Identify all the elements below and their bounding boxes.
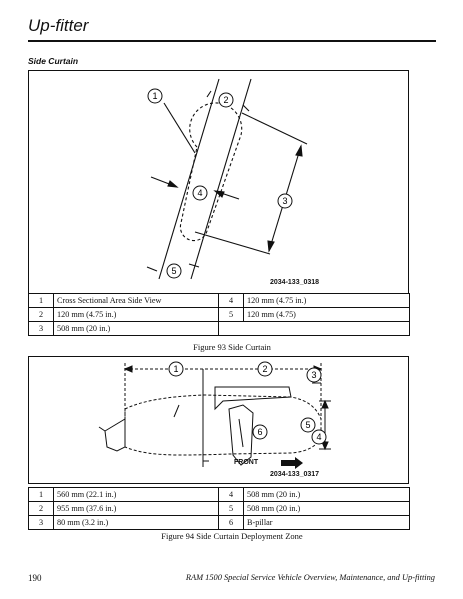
legend-number: 1 bbox=[28, 487, 54, 502]
legend-text: 955 mm (37.6 in.) bbox=[53, 501, 219, 516]
table-row: 1 560 mm (22.1 in.) 4 508 mm (20 in.) bbox=[28, 487, 410, 502]
legend-text: 120 mm (4.75 in.) bbox=[53, 307, 219, 322]
figure-94-legend-table: 1 560 mm (22.1 in.) 4 508 mm (20 in.) 2 … bbox=[28, 487, 410, 530]
fig94-callout-3: 3 bbox=[306, 367, 322, 383]
header-rule bbox=[28, 40, 436, 42]
fig94-callout-6: 6 bbox=[252, 424, 268, 440]
table-row: 3 80 mm (3.2 in.) 6 B-pillar bbox=[28, 515, 410, 530]
figure-93-caption: Figure 93 Side Curtain bbox=[193, 342, 271, 352]
fig93-callout-2: 2 bbox=[218, 92, 234, 108]
legend-number: 4 bbox=[218, 293, 244, 308]
svg-text:1: 1 bbox=[152, 91, 157, 101]
legend-number: 4 bbox=[218, 487, 244, 502]
fig93-callout-1: 1 bbox=[147, 88, 163, 104]
figure-93-id: 2034-133_0318 bbox=[270, 279, 320, 286]
legend-text: 120 mm (4.75 in.) bbox=[243, 293, 410, 308]
legend-empty-cell bbox=[218, 321, 410, 336]
front-label: FRONT bbox=[234, 459, 259, 466]
svg-text:3: 3 bbox=[311, 370, 316, 380]
svg-text:2: 2 bbox=[262, 364, 267, 374]
table-row: 1 Cross Sectional Area Side View 4 120 m… bbox=[28, 293, 410, 308]
legend-number: 6 bbox=[218, 515, 244, 530]
figure-94-drawing: 1 2 3 4 5 6 bbox=[98, 361, 331, 469]
fig93-callout-3: 3 bbox=[277, 193, 293, 209]
fig94-callout-2: 2 bbox=[257, 361, 273, 377]
legend-text: 508 mm (20 in.) bbox=[243, 487, 410, 502]
legend-number: 3 bbox=[28, 321, 54, 336]
svg-text:4: 4 bbox=[197, 188, 202, 198]
legend-number: 2 bbox=[28, 501, 54, 516]
fig93-callout-5: 5 bbox=[166, 263, 182, 279]
page-number: 190 bbox=[28, 573, 42, 583]
svg-text:5: 5 bbox=[305, 420, 310, 430]
figure-93-legend-table: 1 Cross Sectional Area Side View 4 120 m… bbox=[28, 293, 410, 336]
figure-93-drawing: 1 2 3 4 5 bbox=[146, 78, 308, 280]
figure-94-frame: 1 2 3 4 5 6 FRONT 2034-133_0317 bbox=[28, 356, 409, 484]
legend-number: 3 bbox=[28, 515, 54, 530]
legend-text: 80 mm (3.2 in.) bbox=[53, 515, 219, 530]
footer-doc-title: RAM 1500 Special Service Vehicle Overvie… bbox=[185, 573, 435, 582]
table-row: 2 120 mm (4.75 in.) 5 120 mm (4.75) bbox=[28, 307, 410, 322]
fig94-callouts: 1 2 3 4 5 6 bbox=[168, 361, 327, 445]
fig94-callout-5: 5 bbox=[300, 417, 316, 433]
legend-number: 2 bbox=[28, 307, 54, 322]
fig94-callout-4: 4 bbox=[311, 429, 327, 445]
legend-text: 508 mm (20 in.) bbox=[243, 501, 410, 516]
figure-94-id: 2034-133_0317 bbox=[270, 471, 320, 478]
svg-text:1: 1 bbox=[173, 364, 178, 374]
svg-text:6: 6 bbox=[257, 427, 262, 437]
legend-number: 5 bbox=[218, 501, 244, 516]
legend-text: Cross Sectional Area Side View bbox=[53, 293, 219, 308]
legend-number: 1 bbox=[28, 293, 54, 308]
legend-number: 5 bbox=[218, 307, 244, 322]
section-title: Side Curtain bbox=[28, 56, 79, 66]
legend-text: 560 mm (22.1 in.) bbox=[53, 487, 219, 502]
fig93-callouts: 1 2 3 4 5 bbox=[147, 88, 293, 279]
table-row: 3 508 mm (20 in.) bbox=[28, 321, 410, 336]
fig93-callout-4: 4 bbox=[192, 185, 208, 201]
legend-text: 120 mm (4.75) bbox=[243, 307, 410, 322]
fig94-callout-1: 1 bbox=[168, 361, 184, 377]
legend-text: 508 mm (20 in.) bbox=[53, 321, 219, 336]
svg-text:4: 4 bbox=[316, 432, 321, 442]
page-header-title: Up-fitter bbox=[28, 16, 89, 35]
svg-text:2: 2 bbox=[223, 95, 228, 105]
svg-text:3: 3 bbox=[282, 196, 287, 206]
table-row: 2 955 mm (37.6 in.) 5 508 mm (20 in.) bbox=[28, 501, 410, 516]
legend-text: B-pillar bbox=[243, 515, 410, 530]
figure-94-caption: Figure 94 Side Curtain Deployment Zone bbox=[161, 531, 303, 541]
figure-93-frame: 1 2 3 4 5 2034-133_0318 bbox=[28, 70, 409, 294]
svg-text:5: 5 bbox=[171, 266, 176, 276]
